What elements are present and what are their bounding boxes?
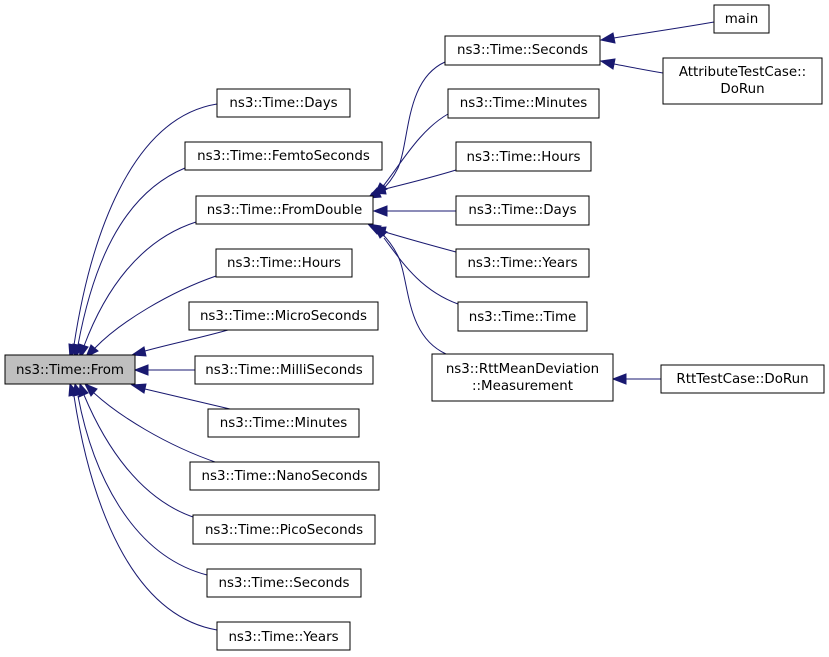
- node-seconds-2-label: ns3::Time::Seconds: [457, 43, 588, 58]
- node-rttmeandeviation-label-line2: ::Measurement: [472, 379, 573, 394]
- edge-seconds-to-from: [72, 382, 208, 576]
- node-minutes-2[interactable]: ns3::Time::Minutes: [447, 88, 600, 119]
- node-rtttestcase-dorun[interactable]: RttTestCase::DoRun: [660, 364, 825, 394]
- node-years[interactable]: ns3::Time::Years: [216, 621, 351, 651]
- node-minutes-2-label: ns3::Time::Minutes: [460, 96, 588, 111]
- edge-femto-to-from: [72, 167, 186, 360]
- node-picoseconds-label: ns3::Time::PicoSeconds: [205, 523, 363, 538]
- node-fromdouble[interactable]: ns3::Time::FromDouble: [195, 195, 374, 225]
- node-time[interactable]: ns3::Time::Time: [457, 301, 588, 332]
- node-milliseconds[interactable]: ns3::Time::MilliSeconds: [194, 355, 374, 385]
- node-hours-2-label: ns3::Time::Hours: [466, 150, 580, 165]
- node-picoseconds[interactable]: ns3::Time::PicoSeconds: [192, 514, 376, 545]
- node-fromdouble-label: ns3::Time::FromDouble: [207, 203, 362, 218]
- node-rttmeandeviation-measurement[interactable]: ns3::RttMeanDeviation ::Measurement: [431, 353, 614, 402]
- edge-nano-to-from: [83, 383, 219, 464]
- node-from[interactable]: ns3::Time::From: [4, 354, 136, 385]
- node-seconds[interactable]: ns3::Time::Seconds: [206, 568, 362, 598]
- node-main[interactable]: main: [713, 4, 770, 34]
- edge-micro-to-from: [130, 329, 229, 357]
- node-nanoseconds[interactable]: ns3::Time::NanoSeconds: [189, 461, 380, 491]
- node-days-label: ns3::Time::Days: [229, 96, 337, 111]
- node-nanoseconds-label: ns3::Time::NanoSeconds: [202, 469, 368, 484]
- node-rtttestcase-label: RttTestCase::DoRun: [676, 372, 808, 387]
- node-years-2[interactable]: ns3::Time::Years: [455, 248, 590, 278]
- edge-rtttest-to-measurement: [611, 373, 661, 385]
- edge-minutes-to-from: [130, 383, 231, 410]
- node-hours-label: ns3::Time::Hours: [227, 256, 341, 271]
- node-microseconds-label: ns3::Time::MicroSeconds: [200, 309, 367, 324]
- node-hours-2[interactable]: ns3::Time::Hours: [455, 141, 592, 172]
- node-days-2-label: ns3::Time::Days: [468, 203, 576, 218]
- node-microseconds[interactable]: ns3::Time::MicroSeconds: [188, 301, 379, 331]
- nodes: ns3::Time::From ns3::Time::Days ns3::Tim…: [4, 4, 825, 651]
- edge-days2-to-fromdouble: [372, 205, 456, 217]
- edges: [68, 21, 715, 631]
- edge-attrtest-to-seconds2: [599, 58, 664, 74]
- node-time-label: ns3::Time::Time: [469, 310, 577, 325]
- edge-main-to-seconds2: [599, 21, 715, 44]
- node-attributetestcase-label-line1: AttributeTestCase::: [679, 65, 806, 80]
- node-seconds-2[interactable]: ns3::Time::Seconds: [444, 35, 601, 66]
- node-femtoseconds[interactable]: ns3::Time::FemtoSeconds: [184, 141, 383, 171]
- node-from-label: ns3::Time::From: [16, 363, 124, 378]
- node-main-label: main: [725, 12, 758, 27]
- node-hours[interactable]: ns3::Time::Hours: [215, 248, 353, 278]
- edge-hours2-to-fromdouble: [370, 169, 457, 195]
- edge-fromdouble-to-from: [78, 221, 197, 360]
- node-days[interactable]: ns3::Time::Days: [216, 88, 351, 118]
- node-seconds-label: ns3::Time::Seconds: [218, 576, 349, 591]
- node-minutes-label: ns3::Time::Minutes: [220, 416, 348, 431]
- edge-pico-to-from: [78, 382, 197, 519]
- edge-measurement-to-fromdouble: [366, 223, 447, 355]
- node-milliseconds-label: ns3::Time::MilliSeconds: [205, 363, 363, 378]
- edge-milli-to-from: [133, 364, 195, 376]
- node-rttmeandeviation-label-line1: ns3::RttMeanDeviation: [446, 362, 599, 377]
- edge-years-to-from: [68, 382, 218, 631]
- node-years-2-label: ns3::Time::Years: [467, 256, 577, 271]
- edge-time-to-fromdouble: [372, 224, 459, 305]
- node-attributetestcase-label-line2: DoRun: [720, 82, 764, 97]
- edge-hours-to-from: [85, 275, 217, 359]
- node-attributetestcase-dorun[interactable]: AttributeTestCase:: DoRun: [662, 57, 823, 105]
- node-days-2[interactable]: ns3::Time::Days: [455, 195, 590, 226]
- node-years-label: ns3::Time::Years: [228, 630, 338, 645]
- node-femtoseconds-label: ns3::Time::FemtoSeconds: [197, 149, 370, 164]
- edge-minutes2-to-fromdouble: [372, 113, 449, 198]
- edge-seconds2-to-fromdouble: [366, 61, 446, 199]
- node-minutes[interactable]: ns3::Time::Minutes: [207, 408, 360, 438]
